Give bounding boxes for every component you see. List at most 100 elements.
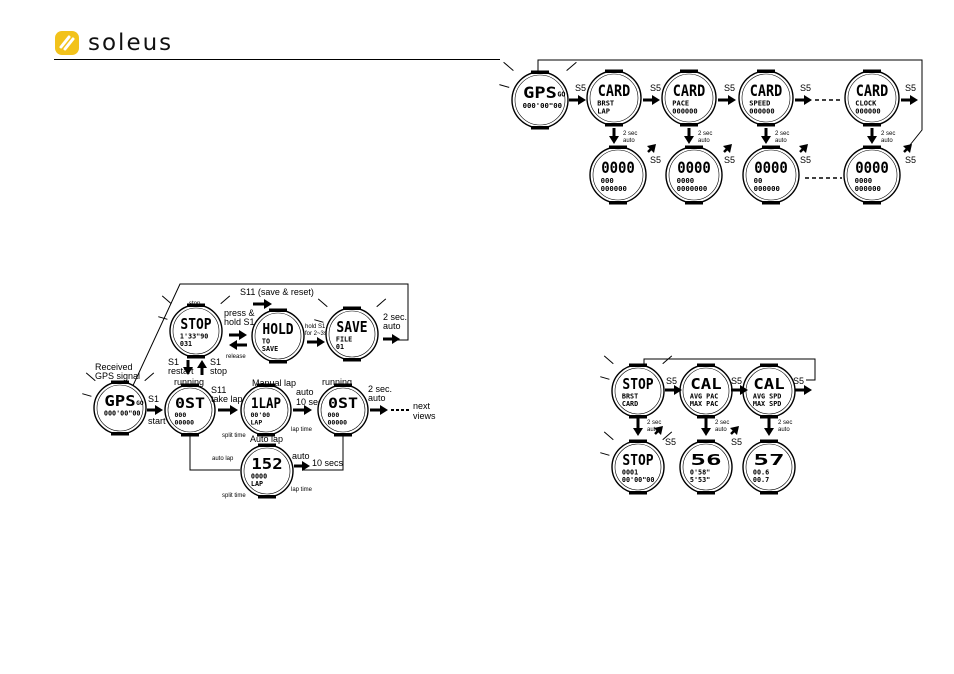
- arrow-hold-save-head: [317, 337, 325, 347]
- watch-top-1-ring: [664, 73, 714, 123]
- loop-back-line: [537, 59, 923, 151]
- save-reset-loop-line: [129, 283, 409, 393]
- watch-cal-top-0-flash-ray: [662, 355, 673, 365]
- watch-bottom-1-top-tab: [685, 145, 703, 149]
- watch-gps-side-label: GO: [136, 400, 144, 407]
- arrow-return-2-head: [799, 144, 808, 153]
- watch-cal-top-1-top-tab: [697, 363, 715, 367]
- button-label-s5: S5: [665, 437, 676, 447]
- watch-bottom-3-ring: [846, 149, 898, 201]
- watch-running-2-bottom-tab: [334, 433, 352, 437]
- watch-bottom-0-top-tab: [609, 145, 627, 149]
- watch-cal-top-1-big-digits: CAL: [690, 375, 721, 393]
- label-s1-stop: S1: [210, 357, 221, 367]
- watch-manual-lap-ring: [243, 387, 289, 433]
- button-label-s5: S5: [731, 376, 742, 386]
- watch-top-2-line1: SPEED: [749, 99, 770, 108]
- watch-cal-bottom-1-bottom-tab: [697, 491, 715, 495]
- watch-cal-top-2-big-digits: CAL: [753, 375, 784, 393]
- watch-top-2-big-digits: CARD: [750, 81, 782, 100]
- label-s1-restart: restart: [168, 366, 194, 376]
- label-s11-take-lap: take lap: [211, 394, 243, 404]
- watch-stop-ring: [172, 307, 220, 355]
- arrow-s5-top-0-head: [578, 95, 586, 105]
- arrow-return-1-head: [723, 144, 732, 153]
- watch-top-0-ring: [589, 73, 639, 123]
- watch-cal-bottom-2-ring: [745, 443, 793, 491]
- arrow-s1-restart-head: [183, 367, 193, 375]
- watch-save-line1: FILE: [336, 335, 352, 343]
- watch-cal-top-1-line2: MAX PAC: [690, 400, 718, 408]
- arrow-return-3-head: [903, 144, 912, 153]
- watch-running-2-top-tab: [334, 383, 352, 387]
- watch-cal-bottom-1-big-digits: 56: [690, 451, 721, 469]
- watch-top-3-big-digits: CARD: [856, 81, 888, 100]
- watch-hold-bottom-tab: [269, 360, 287, 364]
- watch-gps-start-top-tab: [531, 70, 549, 74]
- label-split-time-2: split time: [222, 493, 246, 499]
- watch-cal-bottom-0-flash-ray: [600, 452, 610, 456]
- button-label-s5: S5: [731, 437, 742, 447]
- watch-save-top-tab: [343, 306, 361, 310]
- watch-hold-line2: SAVE: [262, 345, 278, 353]
- arrow-cal-auto-2-head: [764, 428, 774, 436]
- button-label-s5: S5: [800, 83, 811, 93]
- watch-stop-top-tab: [187, 303, 205, 307]
- watch-bottom-3-line2: 000000: [855, 184, 881, 193]
- arrow-s5-top-1-head: [652, 95, 660, 105]
- label-press-hold: hold S1: [224, 317, 255, 327]
- arrow-cal-return-1-head: [730, 426, 739, 435]
- arrow-cal-auto-0-head: [633, 428, 643, 436]
- watch-cal-bottom-2-line1: 00.6: [753, 468, 769, 476]
- watch-top-2-top-tab: [757, 69, 775, 73]
- arrow-s5-top-3-head: [804, 95, 812, 105]
- watch-gps-flash-ray: [85, 372, 96, 382]
- label-2sec-auto: 2 sec.: [383, 312, 407, 322]
- watch-stop-flash-ray: [220, 295, 231, 305]
- watch-manual-lap-line1: 00'00: [251, 411, 271, 419]
- watch-cal-bottom-1-top-tab: [697, 439, 715, 443]
- label-received-gps: GPS signal: [95, 371, 140, 381]
- watch-manual-lap-line2: LAP: [251, 419, 263, 427]
- watch-cal-bottom-2-top-tab: [760, 439, 778, 443]
- watch-cal-top-1-ring: [682, 367, 730, 415]
- button-label-s5: S5: [905, 155, 916, 165]
- arrow-press-hold-head: [239, 330, 247, 340]
- watch-bottom-1-big-digits: 0000: [677, 158, 711, 177]
- watch-cal-top-0-top-tab: [629, 363, 647, 367]
- watch-save-ring: [328, 310, 376, 358]
- label-auto-10: auto: [296, 387, 314, 397]
- label-2sec-auto: auto: [383, 321, 401, 331]
- watch-cal-top-0-flash-ray: [603, 355, 614, 365]
- label-next-views: next: [413, 401, 431, 411]
- watch-bottom-1-bottom-tab: [685, 201, 703, 205]
- arrow-save-reset-head: [264, 299, 272, 309]
- watch-save-bottom-tab: [343, 358, 361, 362]
- watch-gps-start-bottom-tab: [531, 126, 549, 130]
- label-s1-stop: stop: [210, 366, 227, 376]
- watch-bottom-0-line2: 000000: [601, 184, 627, 193]
- arrow-cal-auto-1-head: [701, 428, 711, 436]
- watch-top-0-bottom-tab: [605, 123, 623, 127]
- watch-bottom-3-line1: 0000: [855, 176, 873, 185]
- watch-cal-top-0-big-digits: STOP: [622, 375, 653, 393]
- watch-stop-big-digits: STOP: [180, 315, 211, 333]
- watch-cal-bottom-2-line2: 00.7: [753, 476, 769, 484]
- watch-cal-bottom-2-big-digits: 57: [753, 451, 784, 469]
- watch-bottom-1-line2: 0000000: [677, 184, 708, 193]
- watch-gps-start-side-label: GO: [557, 91, 565, 99]
- watch-bottom-1-line1: 0000: [677, 176, 695, 185]
- watch-hold-ring: [254, 312, 302, 360]
- label-running: running: [174, 377, 204, 387]
- watch-running-1-big-digits: 0ST: [175, 396, 205, 412]
- arrow-take-lap-head: [230, 405, 238, 415]
